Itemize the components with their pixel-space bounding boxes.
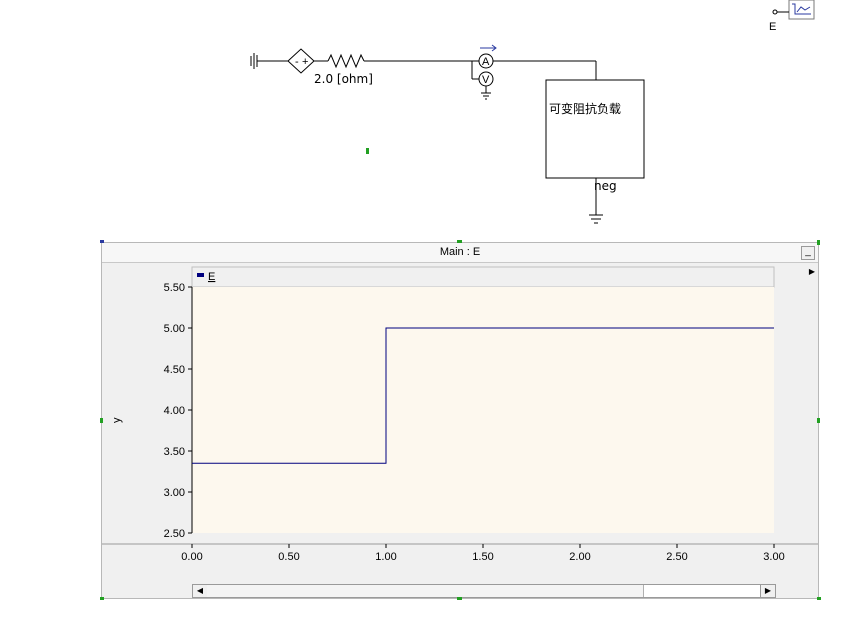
left-ground-symbol[interactable] [250, 53, 288, 69]
resize-handle-bottom-mid[interactable] [457, 597, 462, 600]
resistor-label: 2.0 [ohm] [314, 72, 373, 86]
voltmeter[interactable]: V [471, 61, 494, 100]
selection-marker [366, 148, 369, 154]
resize-handle-top-left[interactable] [100, 240, 104, 243]
legend-bar [191, 266, 775, 288]
load-ground-symbol[interactable] [589, 178, 603, 224]
x-tick-label: 1.00 [375, 551, 396, 563]
plot-area [192, 287, 774, 533]
graph-window-title: Main : E [102, 243, 818, 263]
source-minus-sign: - [295, 56, 299, 68]
x-tick-label: 2.00 [569, 551, 590, 563]
horizontal-scrollbar[interactable]: ◀ ▶ [192, 584, 776, 598]
voltmeter-symbol: V [482, 74, 490, 86]
y-axis-label: y [111, 417, 123, 423]
neg-terminal-label: neg [594, 179, 617, 193]
resize-handle-top-mid[interactable] [457, 240, 462, 243]
y-tick-label: 3.50 [164, 446, 185, 458]
x-tick-label: 0.00 [181, 551, 202, 563]
y-tick-label: 4.00 [164, 405, 185, 417]
expand-arrow-icon[interactable]: ▶ [808, 267, 815, 276]
x-tick-label: 3.00 [763, 551, 784, 563]
y-tick-label: 5.00 [164, 323, 185, 335]
ammeter[interactable]: A [472, 44, 596, 69]
legend: E [197, 271, 215, 283]
graph-window[interactable]: Main : E _ ▶ E y 5.50 5.00 4.50 4.00 3.50 3.0… [101, 242, 819, 599]
x-tick-label: 1.50 [472, 551, 493, 563]
ammeter-symbol: A [482, 56, 490, 68]
variable-impedance-load-block[interactable]: 可变阻抗负载 neg [545, 79, 645, 193]
dependent-voltage-source[interactable]: - + [287, 48, 315, 74]
resize-handle-mid-left[interactable] [100, 418, 103, 423]
resize-handle-mid-right[interactable] [817, 418, 820, 423]
y-tick-label: 5.50 [164, 282, 185, 294]
source-plus-sign: + [302, 56, 308, 68]
minimize-button[interactable]: _ [801, 246, 815, 260]
series-lines [192, 327, 774, 464]
x-axis-ticks: 0.00 0.50 1.00 1.50 2.00 2.50 3.00 [181, 544, 785, 563]
circuit-schematic: - + 2.0 [ohm] A V 可变阻抗负载 neg [250, 0, 815, 224]
resize-handle-top-right[interactable] [817, 240, 820, 245]
y-tick-label: 4.50 [164, 364, 185, 376]
graph-plot[interactable]: E y 5.50 5.00 4.50 4.00 3.50 3.00 2.50 0.00 0.5… [102, 243, 818, 583]
series-line-e [192, 327, 774, 464]
resize-handle-bottom-right[interactable] [817, 597, 821, 600]
output-channel-icon[interactable]: E [769, 0, 815, 33]
scroll-right-button[interactable]: ▶ [760, 585, 775, 597]
legend-label-e: E [208, 271, 215, 283]
scroll-left-button[interactable]: ◀ [193, 585, 208, 597]
load-block-label: 可变阻抗负载 [549, 101, 621, 116]
y-axis-ticks: 5.50 5.00 4.50 4.00 3.50 3.00 2.50 [164, 282, 192, 540]
x-tick-label: 0.50 [278, 551, 299, 563]
legend-swatch-e [197, 273, 204, 277]
y-tick-label: 2.50 [164, 528, 185, 540]
resize-handle-bottom-left[interactable] [100, 597, 104, 600]
corner-signal-label: E [769, 21, 776, 33]
scroll-thumb[interactable] [207, 585, 644, 597]
y-tick-label: 3.00 [164, 487, 185, 499]
x-tick-label: 2.50 [666, 551, 687, 563]
resistor[interactable] [314, 53, 472, 69]
